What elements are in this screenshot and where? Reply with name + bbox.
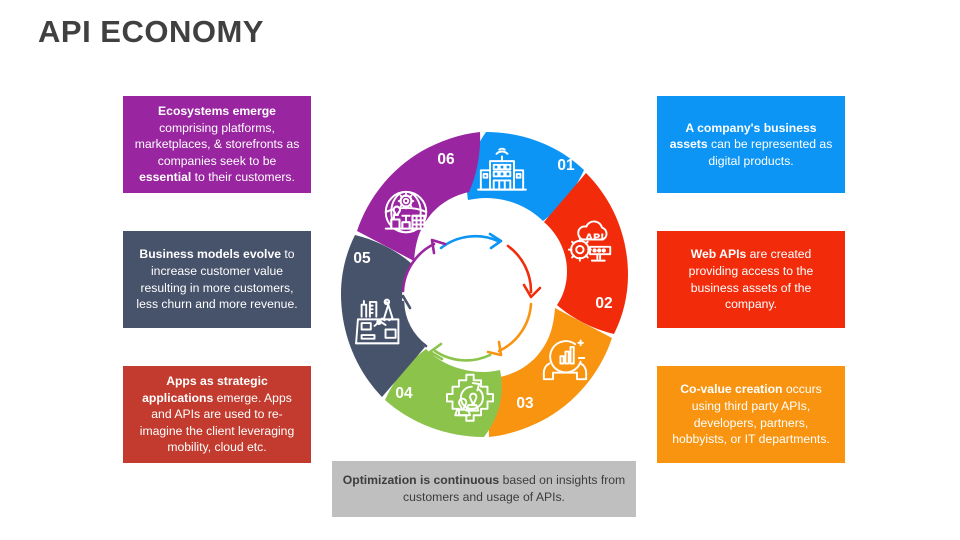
callout-box-01[interactable]: A company's business assets can be repre… (657, 96, 845, 193)
callout-text-01: A company's business assets can be repre… (666, 120, 836, 170)
callout-box-06[interactable]: Ecosystems emerge comprising platforms, … (123, 96, 311, 193)
wheel-segment-06[interactable]: 06 (357, 132, 481, 261)
callout-box-04[interactable]: Apps as strategic applications emerge. A… (123, 366, 311, 463)
callout-rest-05: to increase customer value resulting in … (136, 247, 298, 312)
wheel-segment-05[interactable]: 05 (341, 235, 425, 397)
callout-bold-03: Co-value creation (680, 382, 783, 397)
wheel-segment-04[interactable]: 04 (385, 349, 502, 437)
wheel-segment-03[interactable]: 03 (488, 308, 612, 437)
callout-box-03[interactable]: Co-value creation occurs using third par… (657, 366, 845, 463)
wheel-number-02: 02 (595, 295, 612, 312)
pinwheel-diagram: API (341, 132, 628, 437)
callout-rest-04: emerge. Apps and APIs are used to re-ima… (139, 390, 295, 455)
callout-bold-07: Optimization is continuous (342, 473, 500, 488)
wheel-number-01: 01 (557, 157, 575, 174)
callout-bold-04: Apps as strategic applications (142, 374, 268, 405)
callout-rest-02: are created providing access to the busi… (688, 247, 814, 312)
callout-text-05: Business models evolve to increase custo… (132, 246, 302, 312)
callout-text-03: Co-value creation occurs using third par… (666, 381, 836, 447)
wheel-segment-02[interactable]: 02 (544, 173, 628, 334)
callout-mid-06: comprising platforms, marketplaces, & st… (134, 120, 300, 168)
callout-box-05[interactable]: Business models evolve to increase custo… (123, 231, 311, 328)
callout-bold-02: Web APIs (690, 247, 747, 262)
callout-rest-01: can be represented as digital products. (707, 137, 833, 168)
callout-text-06: Ecosystems emerge comprising platforms, … (132, 103, 302, 186)
cycle-arrow-ring (392, 232, 542, 362)
wheel-segment-01[interactable]: 01 (466, 132, 584, 221)
callout-box-02[interactable]: Web APIs are created providing access to… (657, 231, 845, 328)
callout-bold-05: Business models evolve (139, 247, 281, 262)
wheel-number-03: 03 (516, 395, 534, 412)
callout-rest-03: occurs using third party APIs, developer… (672, 382, 830, 447)
callout-bold2-06: essential (139, 170, 192, 185)
wheel-number-05: 05 (353, 250, 371, 267)
callout-text-04: Apps as strategic applications emerge. A… (132, 373, 302, 456)
wheel-segments: 01 02 03 04 (341, 132, 628, 437)
callout-box-07[interactable]: Optimization is continuous based on insi… (332, 461, 636, 517)
callout-text-07: Optimization is continuous based on insi… (341, 472, 627, 505)
callout-end-06: to their customers. (191, 170, 295, 185)
callout-bold-01: A company's business assets (669, 120, 817, 152)
wheel-number-04: 04 (395, 385, 413, 402)
wheel-number-06: 06 (437, 151, 455, 168)
callout-rest-07: based on insights from customers and usa… (403, 473, 626, 504)
callout-text-02: Web APIs are created providing access to… (666, 246, 836, 312)
page-title: API ECONOMY (38, 14, 264, 49)
callout-bold-06: Ecosystems emerge (158, 104, 276, 119)
